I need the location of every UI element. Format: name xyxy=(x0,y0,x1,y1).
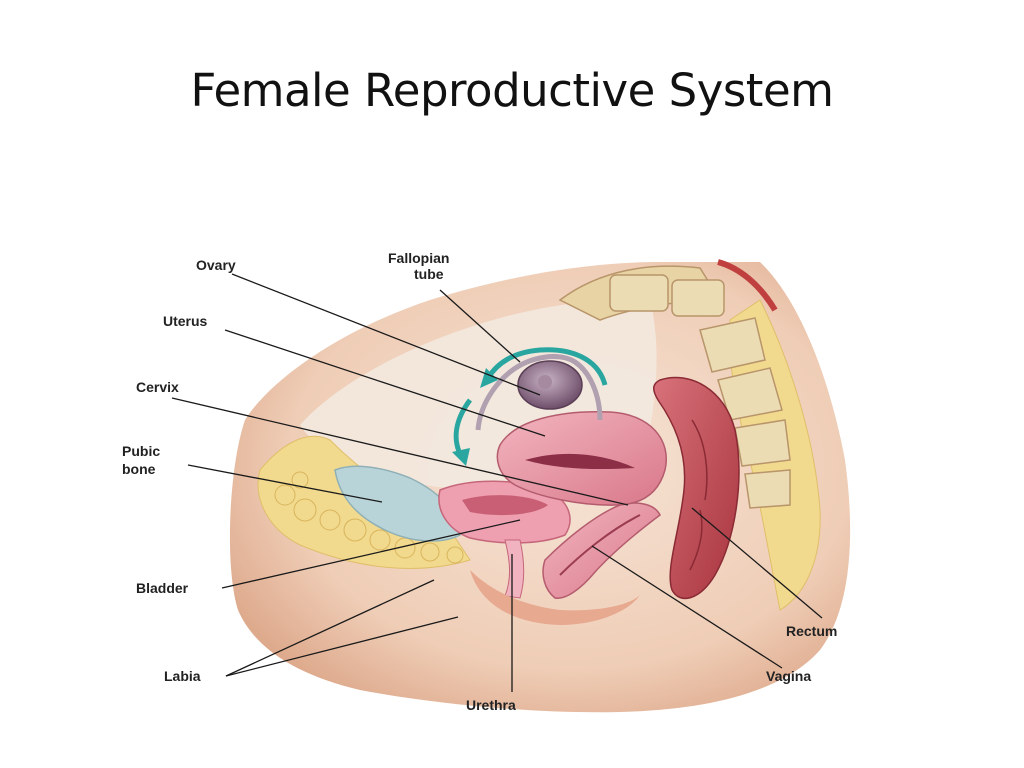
label-pubic-bone-line2: bone xyxy=(122,461,156,477)
pubic-bone-shape xyxy=(334,465,461,542)
label-uterus: Uterus xyxy=(163,313,208,329)
leader-fallopian-tube xyxy=(439,289,521,363)
label-urethra: Urethra xyxy=(466,697,516,713)
leader-uterus xyxy=(224,329,546,437)
leader-lines xyxy=(171,273,823,692)
label-labia: Labia xyxy=(164,668,201,684)
label-fallopian-tube-line1: Fallopian xyxy=(388,250,449,266)
label-rectum: Rectum xyxy=(786,623,837,639)
leader-rectum xyxy=(691,507,823,619)
slide-title: Female Reproductive System xyxy=(190,64,834,117)
leader-pubic-bone xyxy=(187,464,383,503)
leader-cervix xyxy=(171,397,629,506)
leader-ovary xyxy=(231,273,541,396)
vagina-shape xyxy=(542,502,661,599)
ovulation-arrowhead-lower xyxy=(452,448,470,466)
urethra-shape xyxy=(504,539,525,599)
sacrum-vertebrae xyxy=(558,259,791,509)
label-fallopian-tube-line2: tube xyxy=(414,266,444,282)
label-pubic-bone-line1: Pubic xyxy=(122,443,160,459)
diagram-labels: Ovary Fallopian tube Uterus Cervix Pubic… xyxy=(122,250,837,713)
uterus-cavity xyxy=(525,453,635,470)
rectum-shape xyxy=(653,376,740,600)
label-ovary: Ovary xyxy=(196,257,236,273)
label-vagina: Vagina xyxy=(766,668,811,684)
fat-lobules xyxy=(274,471,464,564)
bladder-inner xyxy=(462,495,548,516)
ovulation-arrow-upper xyxy=(485,347,608,386)
leader-labia-2 xyxy=(225,616,459,677)
fallopian-tube-shape xyxy=(475,354,603,431)
leader-labia-1 xyxy=(225,579,435,677)
label-bladder: Bladder xyxy=(136,580,189,596)
ovary-follicle xyxy=(538,375,552,389)
label-cervix: Cervix xyxy=(136,379,179,395)
leader-vagina xyxy=(591,545,783,669)
vagina-canal xyxy=(559,514,641,576)
leader-bladder xyxy=(221,519,521,589)
